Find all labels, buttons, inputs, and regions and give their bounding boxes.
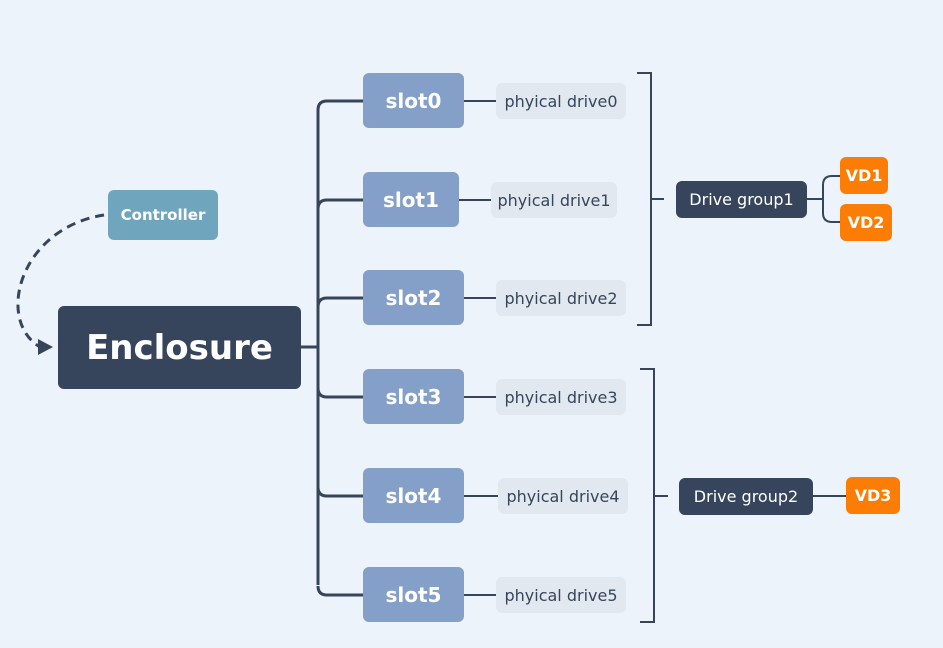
vd-node-3: VD3 [846,477,900,514]
controller-node: Controller [108,190,218,240]
drive-node-2: phyical drive2 [496,280,626,316]
controller-arrowhead [38,339,53,355]
slot-drive-links [459,100,498,596]
slot-node-2: slot2 [363,270,464,325]
drive-node-0: phyical drive0 [496,83,626,119]
drive-node-1: phyical drive1 [491,182,617,218]
enclosure-node: Enclosure [58,306,301,389]
controller-arrow [16,213,105,349]
drive-node-4: phyical drive4 [498,478,628,514]
slot-node-1: slot1 [363,172,459,227]
slot-node-4: slot4 [363,468,464,523]
drive-node-5: phyical drive5 [496,577,626,613]
vd-node-1: VD1 [840,157,888,194]
drive-group-1: Drive group1 [676,181,807,218]
enclosure-trunk [301,99,363,597]
vd-node-2: VD2 [840,204,892,241]
bracket-group1 [637,72,664,326]
bracket-group2 [640,368,668,623]
group1-vd-links [807,175,840,223]
slot-node-3: slot3 [363,369,464,424]
slot-node-0: slot0 [363,73,464,128]
drive-node-3: phyical drive3 [496,379,626,415]
slot-node-5: slot5 [363,567,464,622]
drive-group-2: Drive group2 [679,478,813,515]
